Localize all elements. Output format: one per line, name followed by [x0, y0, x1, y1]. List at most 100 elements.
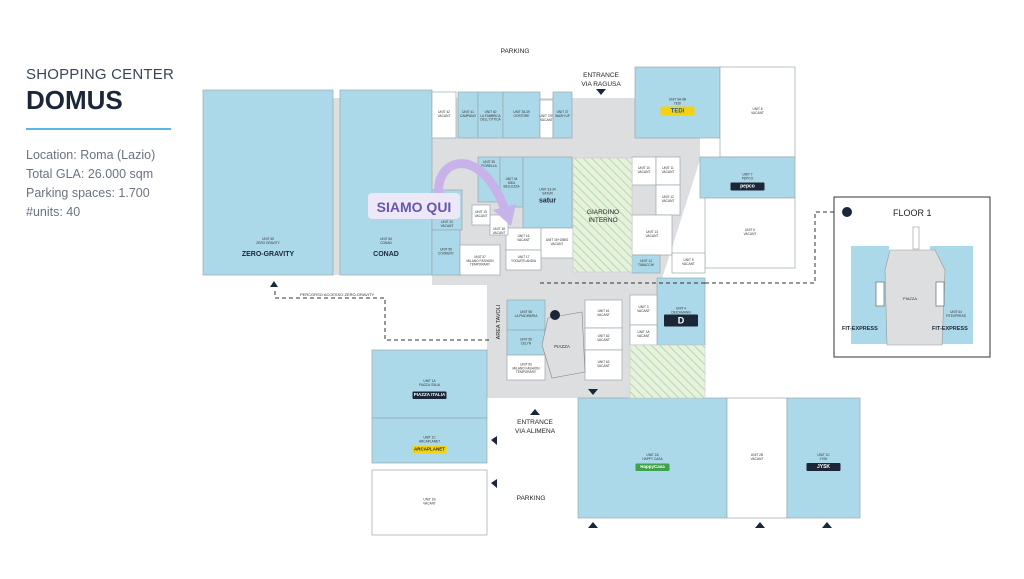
- unit-tenant: VACANT: [493, 231, 506, 235]
- unit-tenant: VACANT: [637, 334, 650, 338]
- unit-area[interactable]: [371, 417, 488, 464]
- unit-number: UNIT 18: [493, 227, 505, 231]
- unit-area[interactable]: [704, 197, 796, 269]
- unit-area[interactable]: [477, 91, 504, 139]
- unit-area[interactable]: [506, 329, 546, 356]
- unit-area[interactable]: [655, 184, 681, 216]
- unit-area[interactable]: [655, 156, 681, 186]
- unit-area[interactable]: [699, 156, 796, 199]
- arrow-left-icon: [491, 436, 497, 445]
- unit-tenant: CONAD: [380, 241, 392, 245]
- unit-area[interactable]: [584, 299, 623, 329]
- unit-area[interactable]: [671, 252, 706, 274]
- unit-area[interactable]: [502, 91, 541, 139]
- center-info-panel: SHOPPING CENTER DOMUS Location: Roma (La…: [26, 66, 174, 222]
- unit-tenant: VACANT: [441, 224, 454, 228]
- unit-area[interactable]: [431, 91, 457, 139]
- unit-area[interactable]: [459, 244, 501, 276]
- unit-area[interactable]: [522, 156, 573, 229]
- unit-area[interactable]: [552, 91, 573, 139]
- unit-tenant: VACANT: [597, 338, 610, 342]
- unit-area[interactable]: [540, 227, 574, 259]
- unit-area[interactable]: [339, 89, 433, 276]
- siamo-qui-label: SIAMO QUI: [377, 199, 452, 215]
- logo-badge: [412, 446, 447, 454]
- unit-area[interactable]: [719, 66, 796, 158]
- unit-number: UNIT 9A-9B: [669, 98, 686, 102]
- unit-tenant: VACANT: [662, 199, 675, 203]
- unit-tenant: VACANT: [597, 364, 610, 368]
- unit-area[interactable]: [656, 277, 706, 346]
- unit-number: UNIT 66: [380, 237, 392, 241]
- arrow-up-icon: [588, 522, 598, 528]
- unit-number: UNIT 62: [598, 334, 610, 338]
- unit-area[interactable]: [506, 299, 546, 331]
- unit-area[interactable]: [577, 397, 728, 519]
- unit-area[interactable]: [634, 66, 721, 139]
- unit-tenant: TEDI: [674, 102, 681, 106]
- floor1-tenant-label: FITEXPRESS: [946, 314, 966, 318]
- unit-tenant: VACANT: [682, 262, 695, 266]
- unit-area[interactable]: [505, 249, 542, 271]
- unit-area[interactable]: [431, 229, 461, 276]
- unit-number: UNIT 41: [462, 110, 474, 114]
- parking-top-label: PARKING: [501, 48, 530, 55]
- piazza-area: [541, 311, 586, 379]
- unit-area[interactable]: [629, 294, 658, 326]
- unit-area[interactable]: [726, 397, 788, 519]
- unit-area[interactable]: [631, 214, 673, 256]
- unit-area[interactable]: [202, 89, 334, 276]
- unit-area[interactable]: [506, 354, 546, 381]
- unit-number: UNIT 1A: [423, 379, 436, 383]
- logo-badge: [660, 106, 695, 116]
- unit-area[interactable]: [786, 397, 861, 519]
- unit-area[interactable]: [584, 349, 623, 381]
- brand-logo: pepco: [740, 184, 755, 190]
- unit-area[interactable]: [471, 204, 491, 226]
- unit-area[interactable]: [371, 469, 488, 536]
- unit-number: UNIT 35: [483, 160, 495, 164]
- divider: [26, 128, 171, 130]
- unit-number: UNIT 58: [520, 310, 532, 314]
